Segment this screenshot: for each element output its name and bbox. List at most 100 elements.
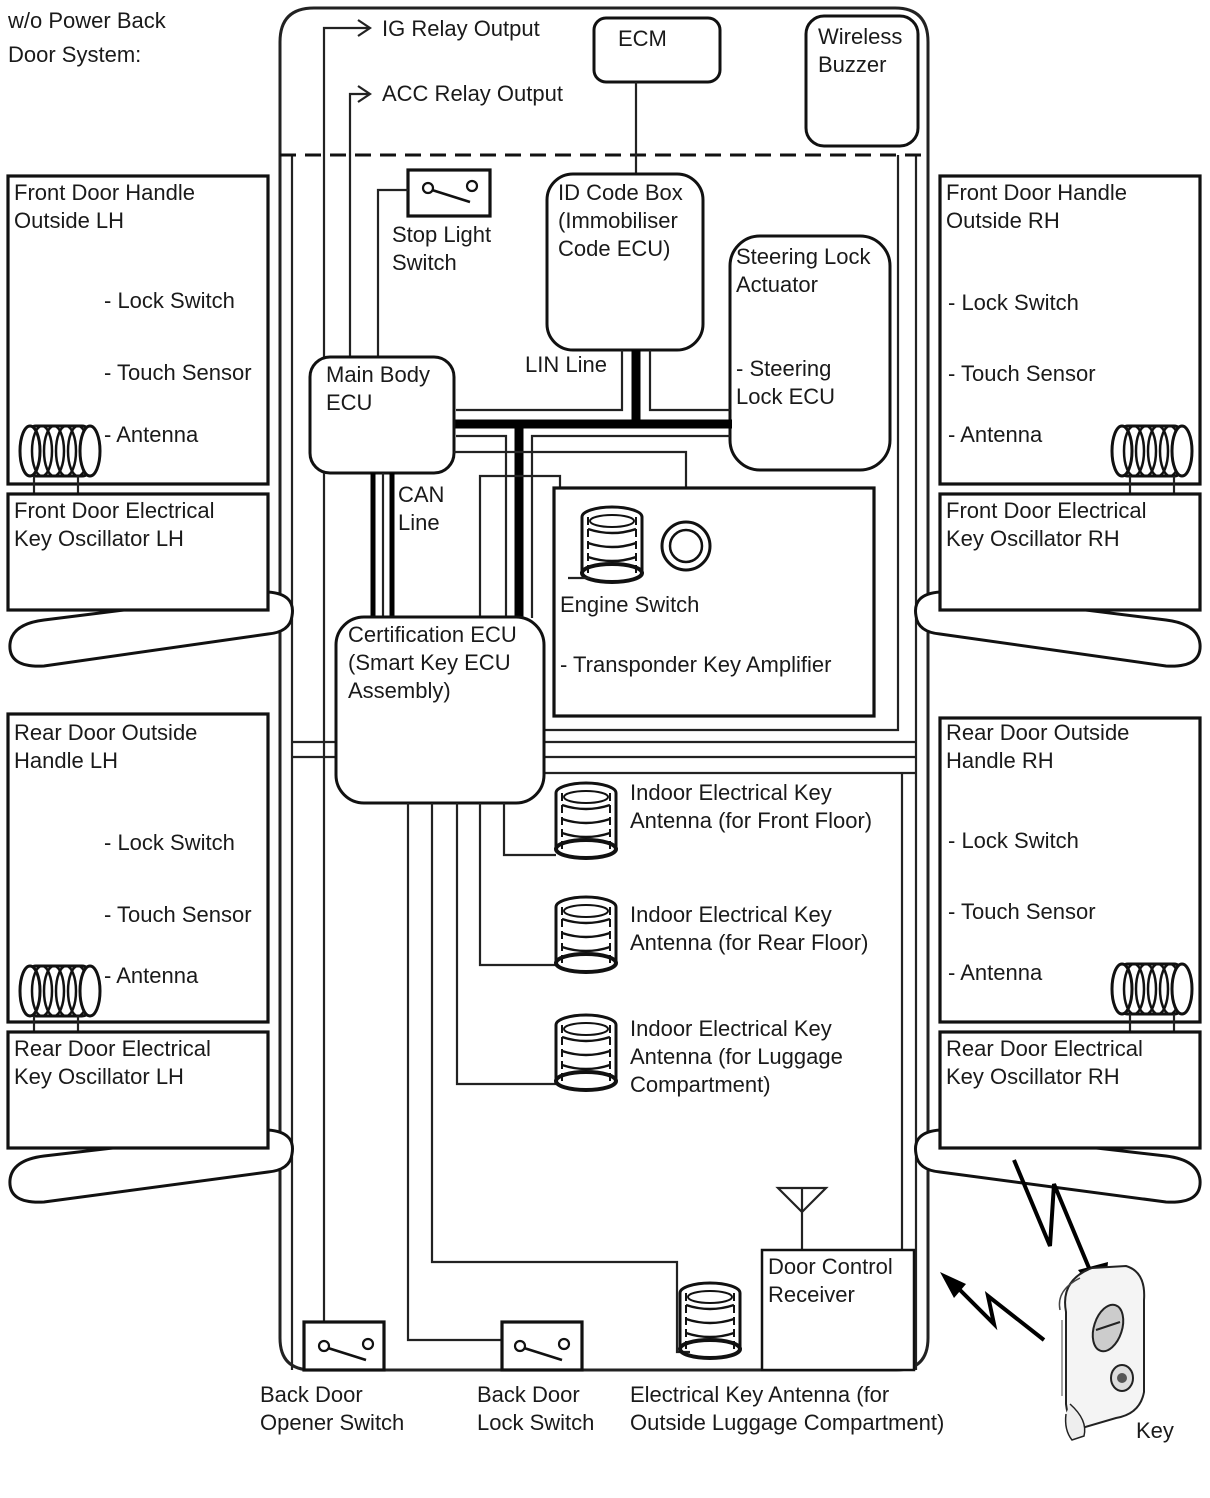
outside-luggage-antenna-label-2: Outside Luggage Compartment) <box>630 1410 944 1435</box>
acc-relay-output-label: ACC Relay Output <box>382 81 563 106</box>
rear-rh-antenna-coil-icon <box>1110 962 1194 1016</box>
rear-rh-touch-sensor: - Touch Sensor <box>948 899 1096 924</box>
rear-rh-lock-switch: - Lock Switch <box>948 828 1079 853</box>
lin-outline <box>530 434 730 618</box>
diagram-title-line2: Door System: <box>8 42 141 67</box>
engine-switch-label: Engine Switch <box>560 592 699 617</box>
rear-lh-handle-title-2: Handle LH <box>14 748 118 773</box>
front-rh-oscillator-label-2: Key Oscillator RH <box>946 526 1120 551</box>
rear-floor-antenna-wire <box>478 803 556 967</box>
door-control-receiver-box[interactable] <box>760 1248 916 1372</box>
transponder-coil-icon <box>580 505 644 584</box>
rear-rh-oscillator-label: Rear Door Electrical <box>946 1036 1143 1061</box>
ecm-label: ECM <box>618 26 667 51</box>
lin-outline <box>456 350 624 412</box>
steering-lock-label-2: Actuator <box>736 272 818 297</box>
stop-light-switch-label: Stop Light <box>392 222 491 247</box>
rear-rh-handle-title: Rear Door Outside <box>946 720 1129 745</box>
wireless-buzzer-box[interactable] <box>804 14 920 148</box>
rear-lh-oscillator-box[interactable] <box>6 1030 270 1150</box>
rear-rh-oscillator-box[interactable] <box>938 1030 1202 1150</box>
door-control-receiver-label-2: Receiver <box>768 1282 855 1307</box>
rear-lh-handle-title: Rear Door Outside <box>14 720 197 745</box>
stop-light-wire <box>376 188 408 360</box>
rear-lh-antenna: - Antenna <box>104 963 199 988</box>
id-code-box-label-3: Code ECU) <box>558 236 670 261</box>
acc-wire <box>348 92 368 360</box>
id-code-box-label-2: (Immobiliser <box>558 208 678 233</box>
front-floor-antenna-icon <box>554 781 618 860</box>
id-code-box-label: ID Code Box <box>558 180 683 205</box>
certification-ecu-label-3: Assembly) <box>348 678 451 703</box>
back-door-lock-switch-label: Back Door <box>477 1382 580 1407</box>
luggage-antenna-label-2: Antenna (for Luggage <box>630 1044 843 1069</box>
steering-lock-ecu-label-2: Lock ECU <box>736 384 835 409</box>
rear-rh-handle-title-2: Handle RH <box>946 748 1054 773</box>
rear-floor-antenna-label-2: Antenna (for Rear Floor) <box>630 930 868 955</box>
back-door-lock-switch-label-2: Lock Switch <box>477 1410 594 1435</box>
signal-arrowhead-icon <box>940 1272 966 1298</box>
wireless-buzzer-label-2: Buzzer <box>818 52 886 77</box>
front-floor-antenna-label: Indoor Electrical Key <box>630 780 832 805</box>
lin-outline <box>456 434 508 618</box>
front-rh-oscillator-label: Front Door Electrical <box>946 498 1147 523</box>
certification-ecu-label-2: (Smart Key ECU <box>348 650 511 675</box>
luggage-antenna-label: Indoor Electrical Key <box>630 1016 832 1041</box>
certification-ecu-label: Certification ECU <box>348 622 517 647</box>
lin-line-label: LIN Line <box>525 352 607 377</box>
rear-lh-oscillator-label-2: Key Oscillator LH <box>14 1064 184 1089</box>
back-door-lock-wire <box>406 803 502 1342</box>
buzzer-wire <box>545 155 900 732</box>
can-line-label: CAN <box>398 482 444 507</box>
front-lh-handle-title: Front Door Handle <box>14 180 195 205</box>
front-lh-touch-sensor: - Touch Sensor <box>104 360 252 385</box>
front-rh-touch-sensor: - Touch Sensor <box>948 361 1096 386</box>
main-body-ecu-label: Main Body <box>326 362 430 387</box>
signal-from-key-icon <box>950 1280 1046 1342</box>
luggage-antenna-icon <box>554 1013 618 1092</box>
rear-floor-antenna-label: Indoor Electrical Key <box>630 902 832 927</box>
steering-lock-label: Steering Lock <box>736 244 872 269</box>
ig-relay-output-label: IG Relay Output <box>382 16 540 41</box>
id-code-box[interactable] <box>545 172 705 352</box>
front-rh-antenna: - Antenna <box>948 422 1043 447</box>
front-lh-antenna-coil-icon <box>18 424 102 478</box>
rear-lh-lock-switch: - Lock Switch <box>104 830 235 855</box>
steering-lock-actuator-box[interactable] <box>728 234 892 472</box>
can-line-label-2: Line <box>398 510 440 535</box>
rear-rh-antenna: - Antenna <box>948 960 1043 985</box>
signal-to-key-icon <box>1012 1159 1096 1281</box>
front-rh-oscillator-box[interactable] <box>938 492 1202 612</box>
stop-light-switch-box[interactable] <box>406 168 492 218</box>
main-body-ecu-label-2: ECU <box>326 390 372 415</box>
front-lh-oscillator-label: Front Door Electrical <box>14 498 215 523</box>
front-rh-handle-title-2: Outside RH <box>946 208 1060 233</box>
front-rh-lock-switch: - Lock Switch <box>948 290 1079 315</box>
certification-ecu-box[interactable] <box>334 615 546 805</box>
outside-luggage-antenna-label: Electrical Key Antenna (for <box>630 1382 889 1407</box>
back-door-opener-switch-label: Back Door <box>260 1382 363 1407</box>
door-control-receiver-label: Door Control <box>768 1254 893 1279</box>
stop-light-switch-label-2: Switch <box>392 250 457 275</box>
rear-rh-oscillator-label-2: Key Oscillator RH <box>946 1064 1120 1089</box>
luggage-antenna-wire <box>455 803 556 1086</box>
transponder-key-amplifier-label: - Transponder Key Amplifier <box>560 652 831 677</box>
back-door-opener-switch-label-2: Opener Switch <box>260 1410 404 1435</box>
rear-floor-antenna-icon <box>554 895 618 974</box>
front-lh-handle-title-2: Outside LH <box>14 208 124 233</box>
front-lh-lock-switch: - Lock Switch <box>104 288 235 313</box>
front-rh-handle-title: Front Door Handle <box>946 180 1127 205</box>
diagram-title: w/o Power Back <box>7 8 167 33</box>
ecm-box[interactable] <box>592 16 722 84</box>
front-rh-antenna-coil-icon <box>1110 424 1194 478</box>
front-floor-antenna-label-2: Antenna (for Front Floor) <box>630 808 872 833</box>
engine-coil-wire <box>478 474 562 618</box>
rear-lh-touch-sensor: - Touch Sensor <box>104 902 252 927</box>
steering-lock-ecu-label: - Steering <box>736 356 831 381</box>
luggage-antenna-label-3: Compartment) <box>630 1072 771 1097</box>
key-label: Key <box>1136 1418 1174 1443</box>
lin-outline <box>648 350 730 412</box>
vehicle-body-outline <box>278 6 930 1372</box>
front-lh-oscillator-box[interactable] <box>6 492 270 612</box>
ig-wire <box>322 26 368 360</box>
